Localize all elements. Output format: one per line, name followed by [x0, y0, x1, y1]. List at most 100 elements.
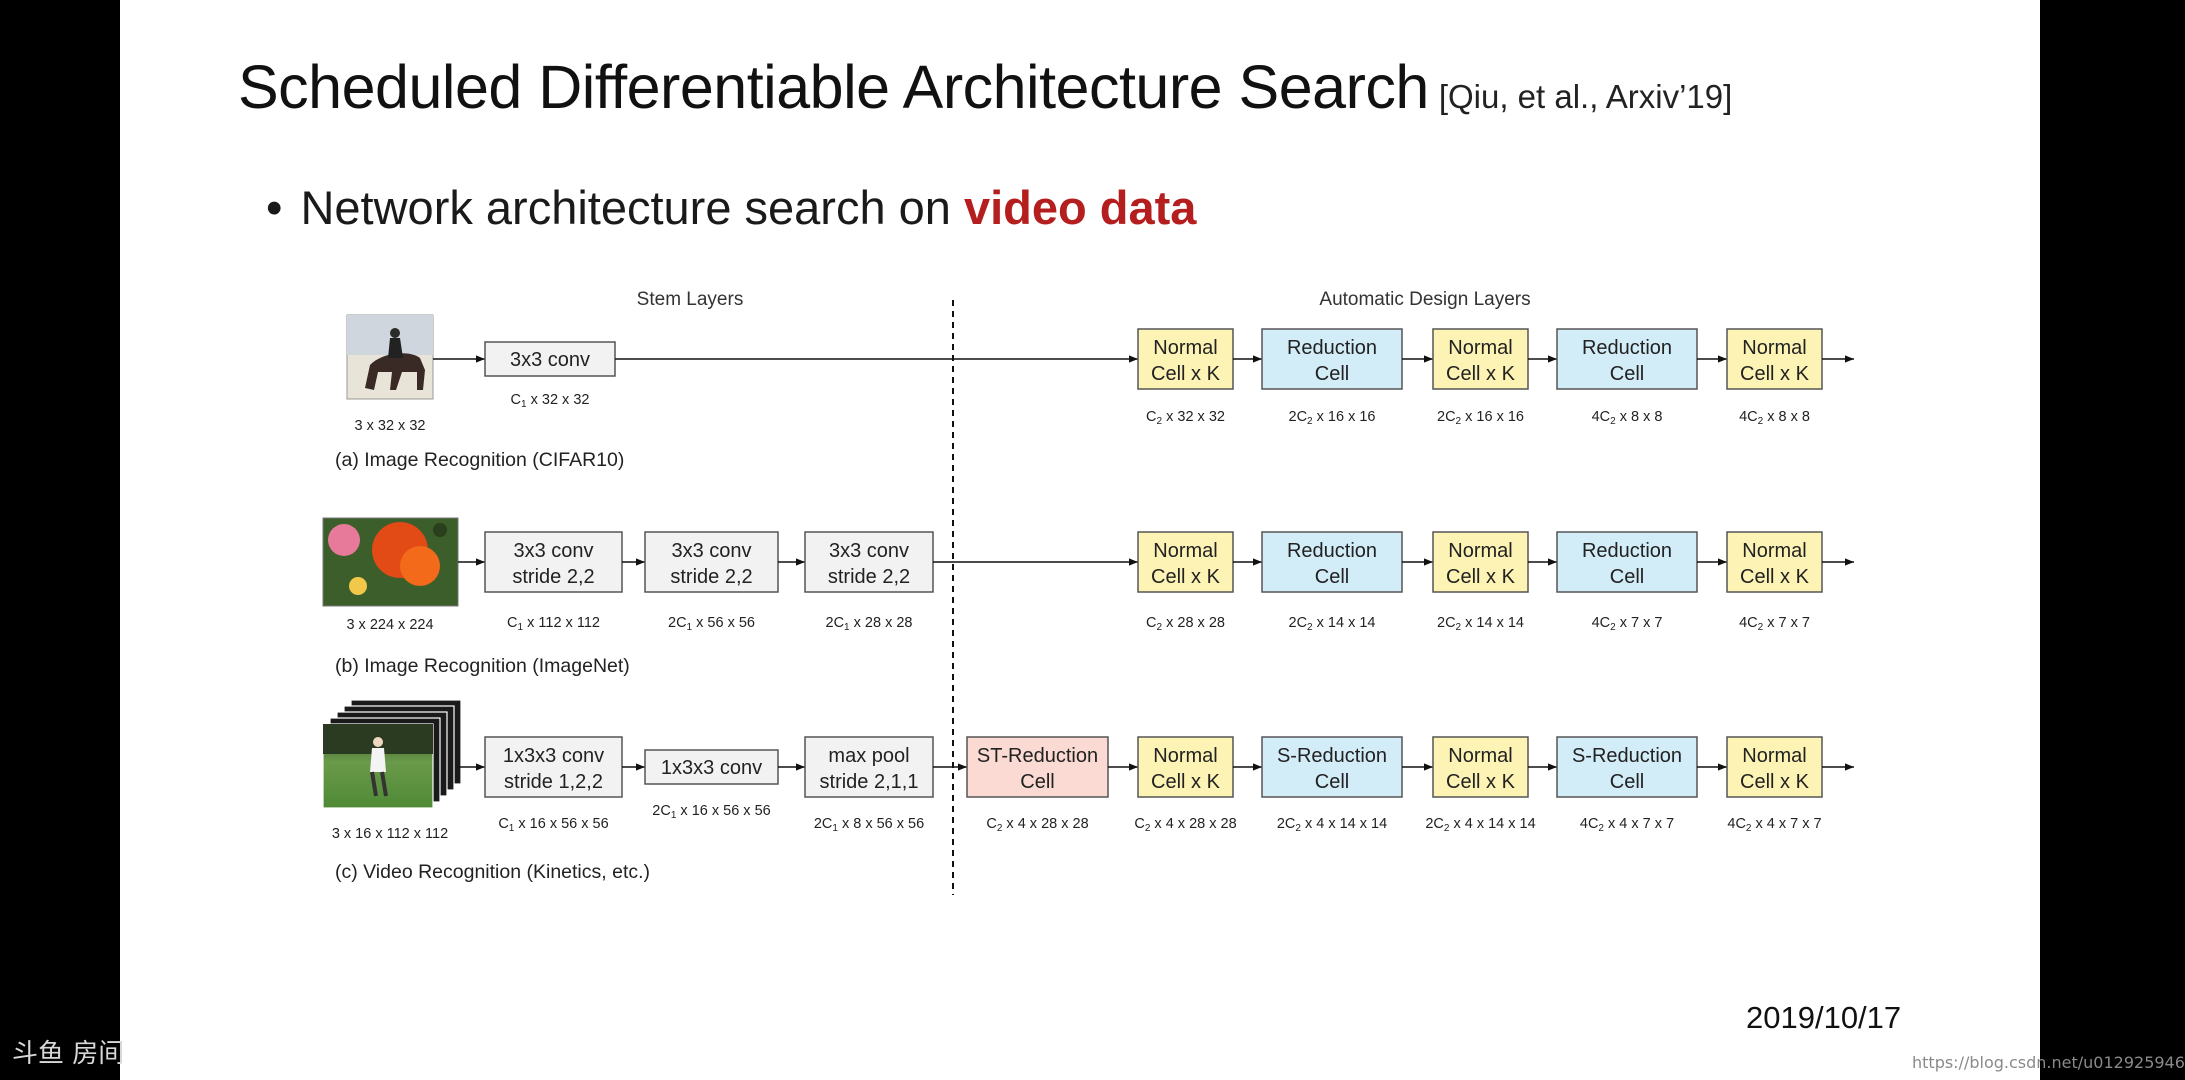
- cell-label: Cell x K: [1446, 566, 1516, 588]
- cell-label: Normal: [1742, 540, 1806, 562]
- cell-label: Cell x K: [1740, 363, 1810, 385]
- stem-box-label: stride 2,2: [670, 566, 752, 588]
- stem-dim-label: 2C1 x 28 x 28: [826, 615, 913, 633]
- cell-label: Normal: [1448, 745, 1512, 767]
- row-caption: (a) Image Recognition (CIFAR10): [335, 449, 624, 471]
- reduction-cell-box: [1556, 736, 1698, 798]
- cell-label: Normal: [1153, 745, 1217, 767]
- cell-label: Cell x K: [1740, 771, 1810, 793]
- stem-box-label: 1x3x3 conv: [661, 757, 762, 779]
- watermark-left: 斗鱼 房间: [12, 1039, 125, 1069]
- bug-dot: [433, 523, 447, 537]
- golfer-body: [370, 748, 386, 772]
- cell-dim-label: C2 x 28 x 28: [1146, 615, 1225, 633]
- cell-label: Cell x K: [1151, 363, 1221, 385]
- cell-dim-label: C2 x 32 x 32: [1146, 409, 1225, 427]
- stem-box: [804, 531, 934, 593]
- watermark-right: https://blog.csdn.net/u012925946: [1912, 1053, 2185, 1072]
- horse-shape: [365, 353, 425, 390]
- reduction-cell-box: [1556, 531, 1698, 593]
- diagram-row-3: 3 x 16 x 112 x 112(c) Video Recognition …: [322, 699, 1854, 883]
- normal-cell-box: [1726, 328, 1823, 390]
- bullet-dot-icon: •: [266, 181, 283, 234]
- cell-label: ST-Reduction: [977, 745, 1098, 767]
- bullet-highlight: video data: [963, 181, 1197, 234]
- bullet-text: Network architecture search on: [300, 181, 964, 234]
- rider-body: [388, 338, 403, 358]
- pink-flower: [328, 524, 360, 556]
- cell-dim-label: 2C2 x 14 x 14: [1437, 615, 1524, 633]
- orange-petal: [400, 546, 440, 586]
- normal-cell-box: [1726, 736, 1823, 798]
- cell-label: Reduction: [1287, 540, 1377, 562]
- cell-label: Cell: [1315, 566, 1349, 588]
- stem-box-label: 1x3x3 conv: [503, 745, 604, 767]
- cell-label: Reduction: [1582, 337, 1672, 359]
- cell-label: S-Reduction: [1572, 745, 1682, 767]
- golfer-legs: [370, 771, 388, 797]
- cell-label: Normal: [1742, 337, 1806, 359]
- stem-dim-label: C1 x 32 x 32: [511, 392, 590, 410]
- stem-box-label: stride 2,2: [512, 566, 594, 588]
- cell-label: Reduction: [1287, 337, 1377, 359]
- normal-cell-box: [1432, 736, 1529, 798]
- diagram-row-1: 3 x 32 x 32 (a) Image Recognition (CIFAR1…: [335, 314, 1854, 471]
- cell-label: Cell: [1020, 771, 1054, 793]
- cell-label: Normal: [1448, 540, 1512, 562]
- citation: [Qiu, et al., Arxiv’19]: [1438, 78, 1733, 115]
- cell-label: Normal: [1742, 745, 1806, 767]
- cell-label: Normal: [1153, 540, 1217, 562]
- stem-box-label: 3x3 conv: [510, 349, 590, 371]
- stem-box: [644, 531, 779, 593]
- stem-dim-label: 2C1 x 56 x 56: [668, 615, 755, 633]
- diagram-row-2: 3 x 224 x 224 (b) Image Recognition (Imag…: [322, 517, 1854, 677]
- row-caption: (b) Image Recognition (ImageNet): [335, 655, 630, 677]
- cell-dim-label: 2C2 x 16 x 16: [1437, 409, 1524, 427]
- cell-label: Reduction: [1582, 540, 1672, 562]
- cell-dim-label: 4C2 x 7 x 7: [1739, 615, 1810, 633]
- normal-cell-box: [1432, 328, 1529, 390]
- cell-label: Cell x K: [1151, 771, 1221, 793]
- stem-box: [644, 749, 779, 785]
- golf-video-frames-thumbnail: [322, 699, 462, 809]
- cell-dim-label: C2 x 4 x 28 x 28: [1134, 816, 1236, 834]
- title-text: Scheduled Differentiable Architecture Se…: [238, 53, 1429, 121]
- cell-dim-label: 4C2 x 4 x 7 x 7: [1580, 816, 1674, 834]
- stem-box-label: stride 2,1,1: [820, 771, 919, 793]
- cell-label: Cell: [1315, 771, 1349, 793]
- slide-date: 2019/10/17: [1746, 1000, 1902, 1035]
- slide-title: Scheduled Differentiable Architecture Se…: [238, 52, 1732, 122]
- slide: Scheduled Differentiable Architecture Se…: [120, 0, 2040, 1080]
- st-cell-box: [966, 736, 1109, 798]
- flower-thumbnail: [322, 517, 459, 607]
- cell-dim-label: 4C2 x 7 x 7: [1592, 615, 1663, 633]
- reduction-cell-box: [1261, 328, 1403, 390]
- stem-box-label: stride 1,2,2: [504, 771, 603, 793]
- cell-label: Cell: [1315, 363, 1349, 385]
- rider-head: [390, 328, 400, 338]
- cell-dim-label: 2C2 x 14 x 14: [1289, 615, 1376, 633]
- stem-dim-label: 2C1 x 8 x 56 x 56: [814, 816, 924, 834]
- section-label-automatic-design-layers: Automatic Design Layers: [1319, 289, 1530, 310]
- stem-box: [484, 341, 616, 377]
- normal-cell-box: [1137, 328, 1234, 390]
- cell-dim-label: 4C2 x 4 x 7 x 7: [1727, 816, 1821, 834]
- stem-box: [804, 736, 934, 798]
- stem-box-label: 3x3 conv: [829, 540, 909, 562]
- cell-label: Cell x K: [1151, 566, 1221, 588]
- golfer-head: [373, 737, 383, 747]
- cell-dim-label: 2C2 x 16 x 16: [1289, 409, 1376, 427]
- cell-dim-label: 2C2 x 4 x 14 x 14: [1277, 816, 1387, 834]
- stem-dim-label: C1 x 112 x 112: [507, 615, 600, 633]
- cell-label: Cell: [1610, 566, 1644, 588]
- yellow-flower: [349, 577, 367, 595]
- normal-cell-box: [1726, 531, 1823, 593]
- input-dim-label: 3 x 32 x 32: [355, 418, 426, 434]
- input-dim-label: 3 x 224 x 224: [346, 617, 433, 633]
- cell-label: Cell x K: [1446, 363, 1516, 385]
- cell-label: S-Reduction: [1277, 745, 1387, 767]
- input-dim-label: 3 x 16 x 112 x 112: [332, 826, 448, 842]
- cell-label: Cell: [1610, 363, 1644, 385]
